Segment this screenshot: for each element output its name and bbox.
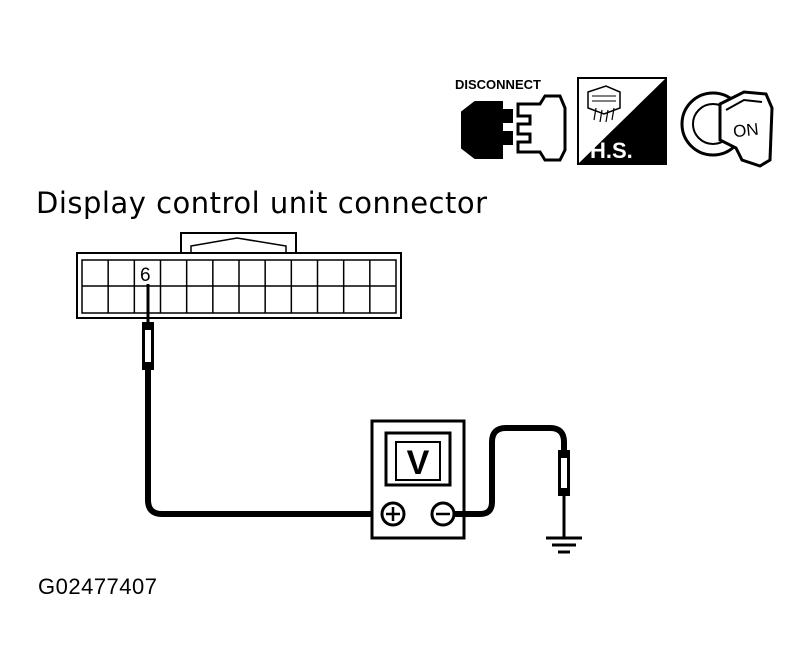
negative-probe [558,450,570,538]
ignition-on-label: ON [732,120,759,142]
connector-pin-grid [107,260,371,313]
ground-icon [546,536,582,554]
positive-probe [142,284,154,500]
harness-side-label: H.S. [590,138,633,163]
negative-lead-wire [454,425,567,517]
voltmeter-label: V [407,444,430,482]
disconnect-label: DISCONNECT [455,77,541,92]
diagram-title: Display control unit connector [36,186,488,220]
pin-6-label: 6 [140,265,151,286]
ignition-on-icon: ON [680,90,774,168]
voltmeter: V [370,419,466,540]
disconnect-icon: DISCONNECT [455,77,567,162]
figure-code: G02477407 [38,574,158,599]
harness-side-icon: H.S. [577,77,667,165]
positive-lead-wire [145,499,372,517]
